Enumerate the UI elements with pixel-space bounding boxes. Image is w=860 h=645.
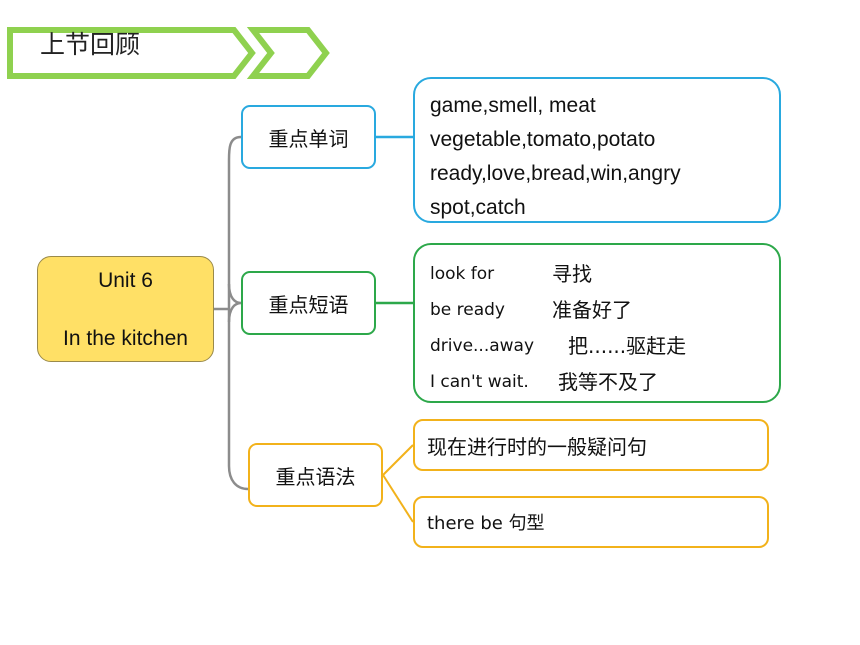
phrase-chinese: 准备好了 xyxy=(552,298,632,322)
key-words-box: game,smell, meat vegetable,tomato,potato… xyxy=(413,77,781,223)
word-line: ready,love,bread,win,angry xyxy=(430,162,681,185)
phrase-chinese: 我等不及了 xyxy=(558,370,658,394)
word-line: game,smell, meat xyxy=(430,94,596,117)
root-node-unit: Unit 6 In the kitchen xyxy=(37,256,214,362)
grammar-item-present-continuous: 现在进行时的一般疑问句 xyxy=(413,419,769,471)
phrase-english: I can't wait. xyxy=(430,372,529,392)
grammar-connector-2 xyxy=(382,474,414,523)
grammar-item-there-be: there be 句型 xyxy=(413,496,769,548)
phrase-row: drive...away 把......驱赶走 xyxy=(430,328,779,364)
phrase-chinese: 把......驱赶走 xyxy=(568,334,687,358)
phrase-english: look for xyxy=(430,264,495,284)
slide-title: 上节回顾 xyxy=(40,30,141,59)
title-chevron-arrow xyxy=(246,27,330,79)
branch-key-phrases: 重点短语 xyxy=(241,271,376,335)
grammar-connector-1 xyxy=(382,444,414,476)
branch-key-grammar: 重点语法 xyxy=(248,443,383,507)
root-unit-label: Unit 6 xyxy=(98,269,153,292)
phrase-chinese: 寻找 xyxy=(552,262,592,286)
word-line: vegetable,tomato,potato xyxy=(430,128,656,151)
phrase-row: I can't wait. 我等不及了 xyxy=(430,364,779,400)
word-line: spot,catch xyxy=(430,196,526,219)
phrase-english: be ready xyxy=(430,300,505,320)
phrases-bracket-tick xyxy=(227,283,242,323)
title-banner-arrow xyxy=(7,27,256,79)
phrase-row: be ready 准备好了 xyxy=(430,292,779,328)
phrase-row: look for 寻找 xyxy=(430,256,779,292)
branch-key-words: 重点单词 xyxy=(241,105,376,169)
root-unit-title: In the kitchen xyxy=(63,327,188,350)
key-phrases-box: look for 寻找 be ready 准备好了 drive...away 把… xyxy=(413,243,781,403)
phrase-english: drive...away xyxy=(430,336,535,356)
